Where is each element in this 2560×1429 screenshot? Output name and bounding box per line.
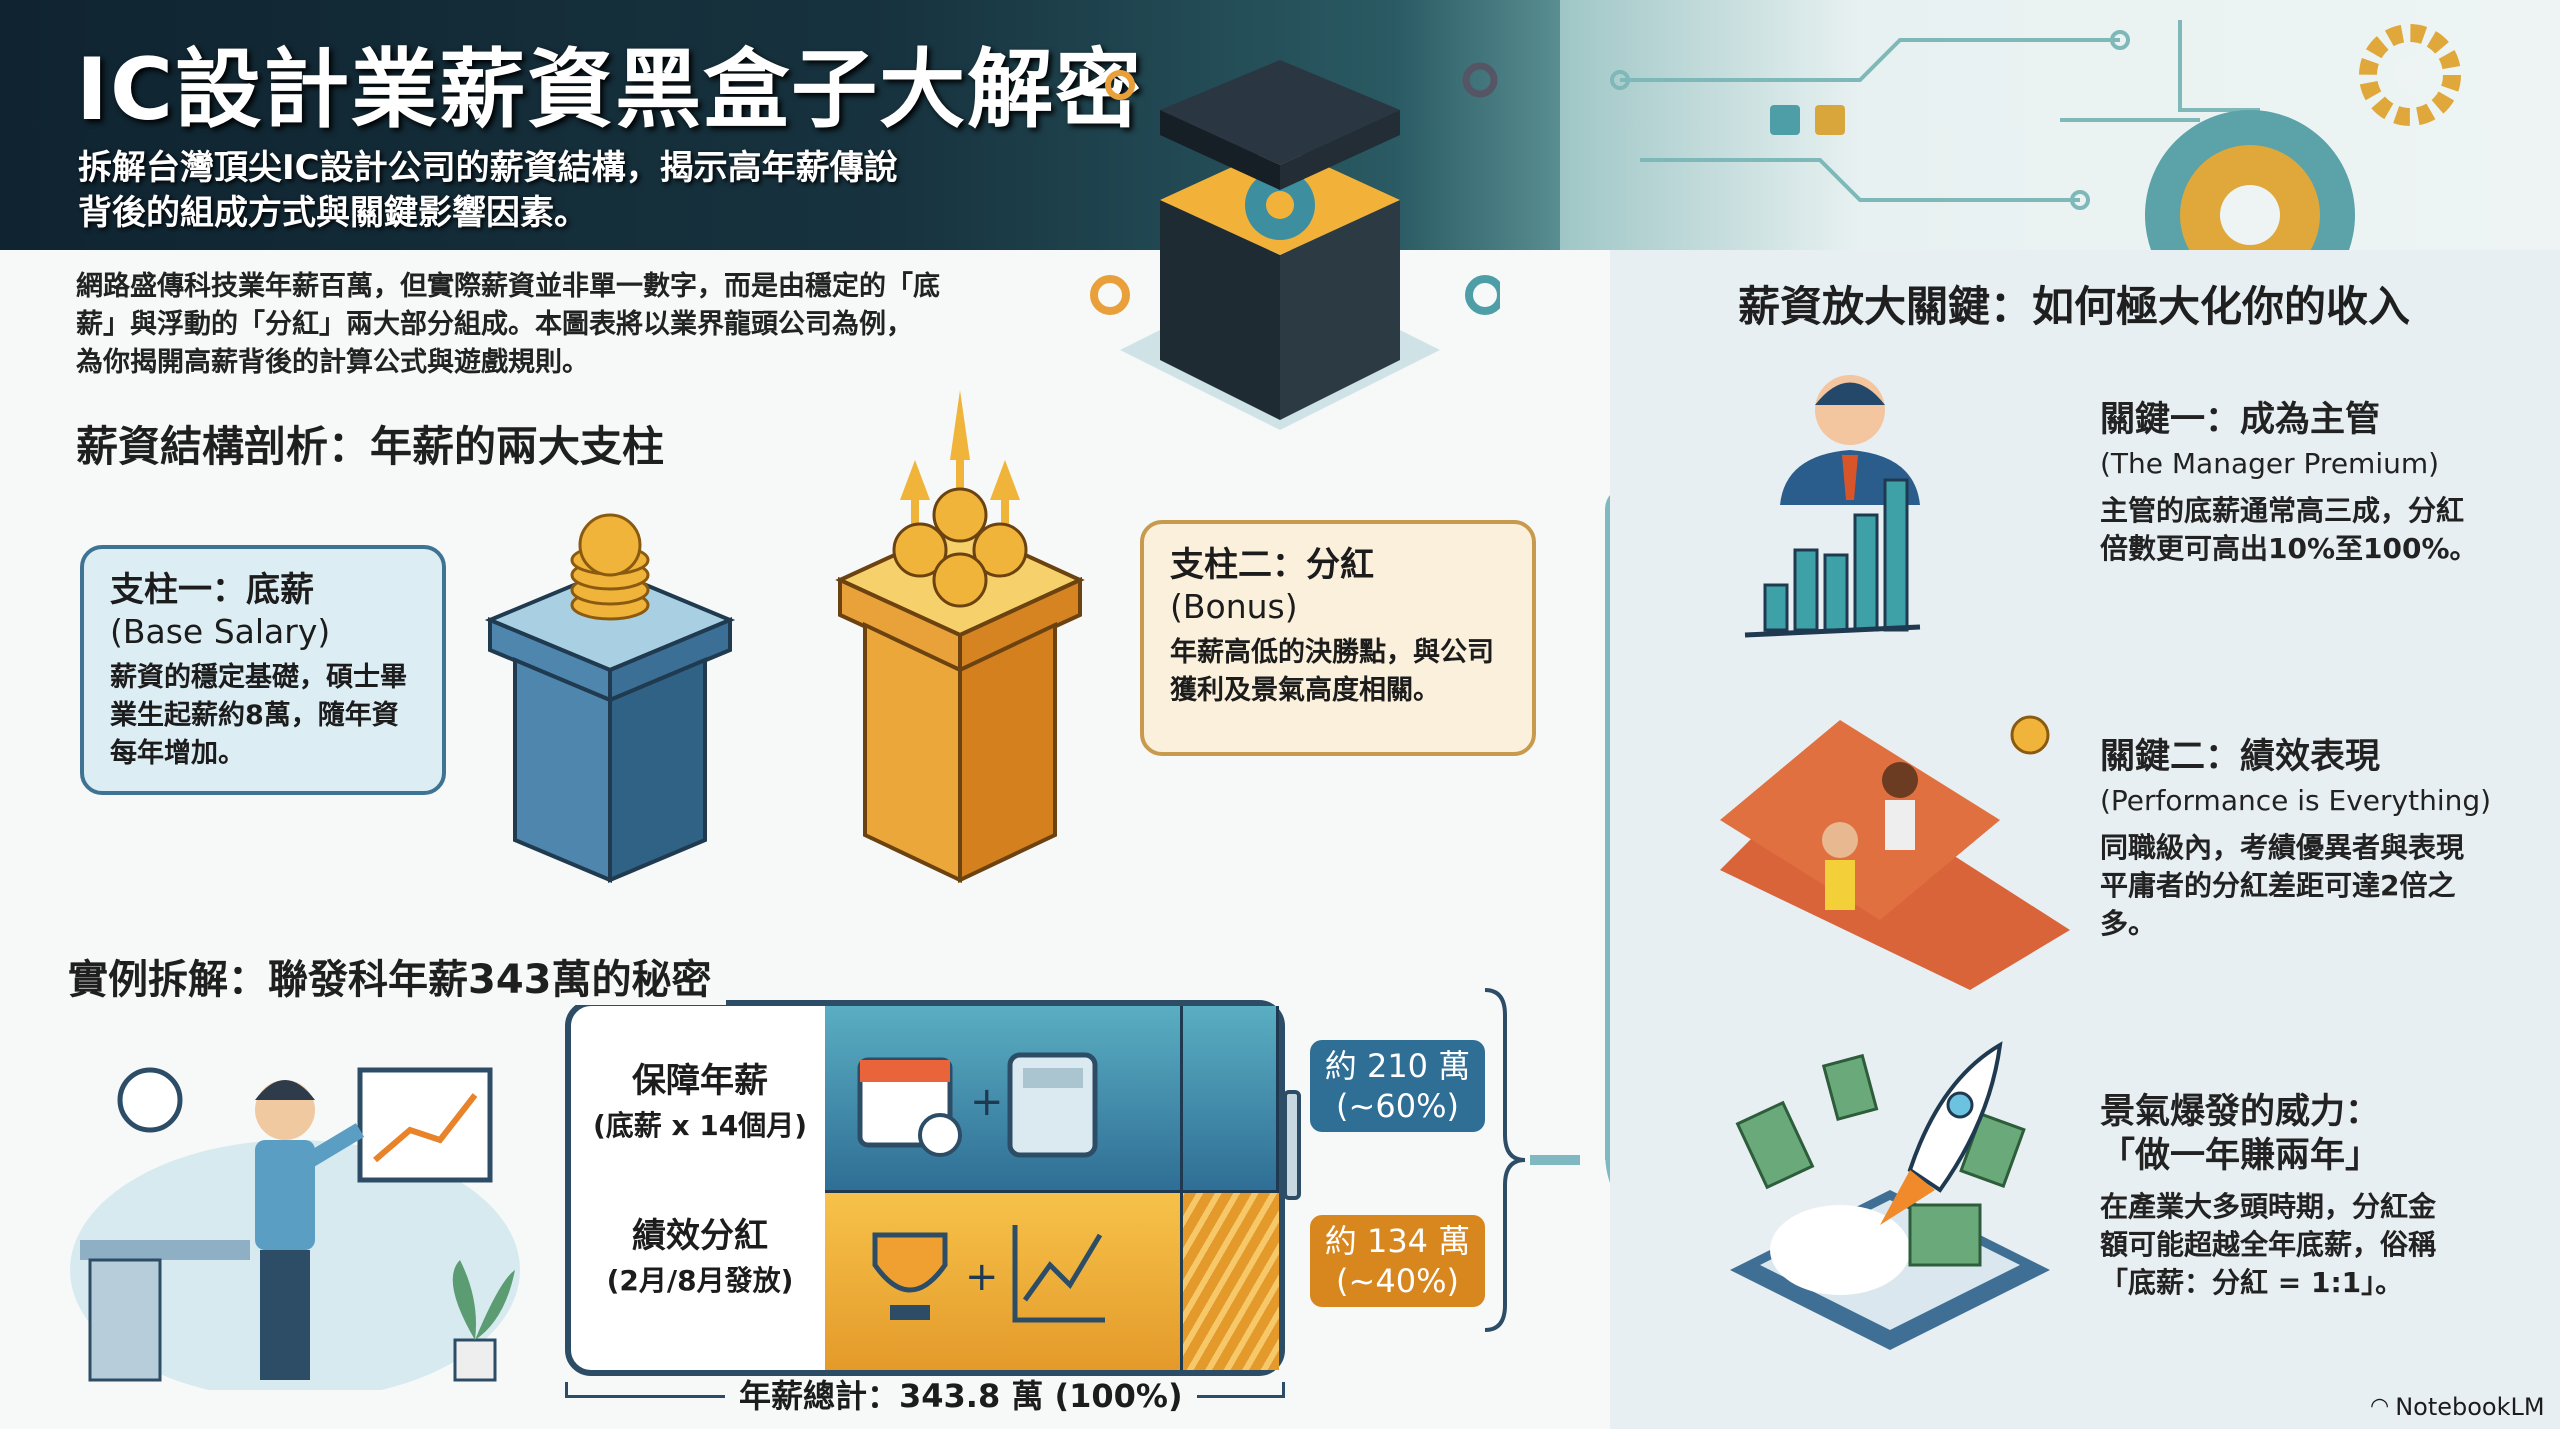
svg-text:+: + [970, 1079, 1004, 1125]
pillar-two-subtitle: (Bonus) [1170, 587, 1298, 626]
intro-line-3: 為你揭開高薪背後的計算公式與遊戲規則。 [76, 347, 589, 378]
bonus-amount-callout: 約 134 萬 (~40%) [1310, 1215, 1485, 1307]
key-two-body-2: 平庸者的分紅差距可達2倍之 [2100, 869, 2456, 902]
intro-line-1: 網路盛傳科技業年薪百萬，但實際薪資並非單一數字，而是由穩定的「底 [76, 271, 940, 302]
guaranteed-amount: 約 210 萬 [1324, 1047, 1471, 1085]
guaranteed-amount-callout: 約 210 萬 (~60%) [1310, 1040, 1485, 1132]
key-three-body-3: 「底薪：分紅 = 1:1」。 [2100, 1266, 2404, 1299]
key-two-title: 關鍵二：績效表現 [2100, 737, 2381, 777]
gold-pillar-icon [835, 390, 1085, 884]
guaranteed-share: (~60%) [1336, 1087, 1459, 1125]
bonus-share: (~40%) [1336, 1262, 1459, 1300]
calendar-calculator-icon: + [857, 1052, 1098, 1158]
keys-title: 薪資放大關鍵：如何極大化你的收入 [1738, 282, 2411, 331]
runners-icon [1720, 715, 2070, 990]
pillar-two-title: 支柱二：分紅 [1170, 545, 1374, 585]
page-title: IC設計業薪資黑盒子大解密 [76, 40, 1144, 140]
bonus-label: 績效分紅 [632, 1216, 768, 1256]
pillar-one-title: 支柱一：底薪 [110, 570, 314, 610]
office-worker-icon [70, 1067, 520, 1390]
bonus-amount: 約 134 萬 [1324, 1222, 1471, 1260]
example-title: 實例拆解：聯發科年薪343萬的秘密 [68, 955, 726, 1005]
svg-text:+: + [965, 1254, 999, 1300]
notebooklm-watermark: ◠ NotebookLM [2370, 1392, 2545, 1422]
manager-chart-icon [1744, 375, 1921, 638]
notebooklm-logo-icon: ◠ [2370, 1394, 2390, 1419]
pillar-two-card: 支柱二：分紅 (Bonus) 年薪高低的決勝點，與公司獲利及景氣高度相關。 [1140, 520, 1536, 756]
circuit-gears-icon [1610, 20, 2461, 320]
blue-pillar-icon [484, 513, 736, 884]
trophy-growth-chart-icon: + [872, 1225, 1105, 1323]
bonus-hatched-area [1180, 1193, 1279, 1370]
key-one-body-1: 主管的底薪通常高三成，分紅 [2100, 494, 2465, 527]
key-one: 關鍵一：成為主管 (The Manager Premium) 主管的底薪通常高三… [2100, 398, 2550, 568]
subtitle-line-1: 拆解台灣頂尖IC設計公司的薪資結構，揭示高年薪傳說 [78, 148, 898, 188]
key-three-title: 景氣爆發的威力： [2100, 1092, 2381, 1132]
key-one-body-2: 倍數更可高出10%至100%。 [2100, 532, 2478, 565]
circuit-decoration [1560, 0, 2560, 320]
guaranteed-label: 保障年薪 [632, 1061, 768, 1101]
key-one-title: 關鍵一：成為主管 [2100, 400, 2381, 440]
bonus-detail: (2月/8月發放) [606, 1264, 794, 1297]
pillar-two-body: 年薪高低的決勝點，與公司獲利及景氣高度相關。 [1170, 637, 1494, 706]
annual-total: 年薪總計：343.8 萬 (100%) [725, 1376, 1197, 1416]
key-two-body-1: 同職級內，考績優異者與表現 [2100, 831, 2465, 864]
brace-arrow-connector [1484, 988, 1580, 1332]
key-three: 景氣爆發的威力： 「做一年賺兩年」 在產業大多頭時期，分紅金 額可能超越全年底薪… [2100, 1090, 2550, 1302]
battery-terminal [1283, 1090, 1301, 1200]
pillar-one-subtitle: (Base Salary) [110, 612, 331, 651]
key-two-subtitle: (Performance is Everything) [2100, 784, 2492, 817]
key-two: 關鍵二：績效表現 (Performance is Everything) 同職級… [2100, 735, 2555, 943]
key-three-body-2: 額可能超越全年底薪，俗稱 [2100, 1228, 2437, 1261]
key-two-body-3: 多。 [2100, 907, 2157, 940]
key-three-body-1: 在產業大多頭時期，分紅金 [2100, 1190, 2437, 1223]
intro-line-2: 薪」與浮動的「分紅」兩大部分組成。本圖表將以業界龍頭公司為例， [76, 309, 913, 340]
key-three-subtitle: 「做一年賺兩年」 [2100, 1136, 2381, 1176]
black-box-icon [1090, 60, 1500, 430]
battery-divider [1180, 1006, 1183, 1370]
pillar-one-card: 支柱一：底薪 (Base Salary) 薪資的穩定基礎，碩士畢業生起薪約8萬，… [80, 545, 446, 795]
guaranteed-detail: (底薪 x 14個月) [592, 1109, 808, 1142]
subtitle-line-2: 背後的組成方式與關鍵影響因素。 [78, 193, 588, 233]
pillar-one-body: 薪資的穩定基礎，碩士畢業生起薪約8萬，隨年資每年增加。 [110, 662, 407, 769]
rocket-chip-icon [1730, 1041, 2050, 1350]
watermark-text: NotebookLM [2395, 1393, 2545, 1421]
structure-title: 薪資結構剖析：年薪的兩大支柱 [76, 422, 665, 471]
key-one-subtitle: (The Manager Premium) [2100, 447, 2440, 480]
